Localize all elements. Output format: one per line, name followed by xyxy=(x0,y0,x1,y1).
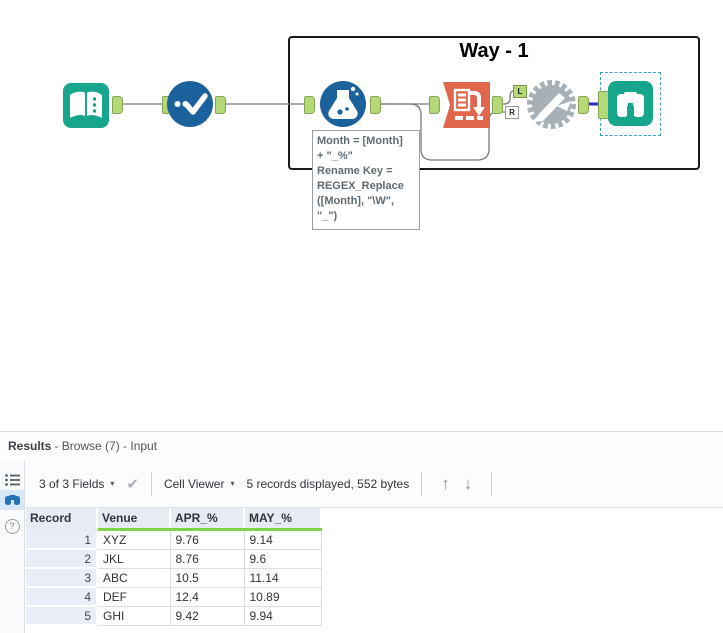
data-view-button[interactable] xyxy=(0,490,24,510)
input-data-tool[interactable] xyxy=(63,83,109,128)
cell-viewer-dropdown[interactable]: Cell Viewer xyxy=(163,476,225,491)
venue-cell[interactable]: ABC xyxy=(97,568,171,588)
browse-tool[interactable] xyxy=(608,81,653,126)
column-header-venue[interactable]: Venue xyxy=(97,508,171,531)
records-info: 5 records displayed, 552 bytes xyxy=(246,476,410,491)
fields-dropdown[interactable]: 3 of 3 Fields xyxy=(39,476,105,491)
table-row[interactable]: 3 ABC 10.5 11.14 xyxy=(26,568,322,588)
table-row[interactable]: 4 DEF 12.4 10.89 xyxy=(26,587,322,607)
flask-icon xyxy=(328,86,359,119)
macro-output-anchor[interactable] xyxy=(578,96,589,114)
apply-check-icon[interactable]: ✔ xyxy=(126,475,139,493)
binoculars-icon xyxy=(617,92,644,117)
join-macro-tool[interactable] xyxy=(524,77,579,132)
table-row[interactable]: 5 GHI 9.42 9.94 xyxy=(26,606,322,626)
column-header-apr[interactable]: APR_% xyxy=(170,508,245,531)
workflow-canvas[interactable]: Way - 1 xyxy=(0,0,723,431)
results-table: Record Venue APR_% MAY_% 1 XYZ 9.76 9.14… xyxy=(26,508,322,626)
apr-cell[interactable]: 8.76 xyxy=(170,549,245,569)
apr-cell[interactable]: 10.5 xyxy=(170,568,245,588)
transpose-input-anchor[interactable] xyxy=(429,96,440,114)
right-input-anchor[interactable]: R xyxy=(505,106,519,119)
list-icon xyxy=(4,474,20,486)
may-cell[interactable]: 9.14 xyxy=(244,529,322,550)
browse-data-icon xyxy=(4,495,20,505)
toolbar-divider xyxy=(150,471,152,496)
record-cell: 2 xyxy=(26,549,98,569)
table-row[interactable]: 1 XYZ 9.76 9.14 xyxy=(26,529,322,550)
may-cell[interactable]: 9.94 xyxy=(244,606,322,626)
formula-input-anchor[interactable] xyxy=(304,96,315,114)
metadata-list-button[interactable] xyxy=(0,470,24,490)
container-title: Way - 1 xyxy=(459,40,529,62)
transpose-icon xyxy=(453,88,485,120)
may-cell[interactable]: 10.89 xyxy=(244,587,322,607)
help-icon: ? xyxy=(4,518,20,534)
chevron-down-icon[interactable]: ▾ xyxy=(230,479,235,488)
wire-transpose-left-input xyxy=(503,90,514,105)
may-cell[interactable]: 9.6 xyxy=(244,549,322,569)
may-cell[interactable]: 11.14 xyxy=(244,568,322,588)
input-output-anchor[interactable] xyxy=(112,96,123,114)
select-tool[interactable] xyxy=(167,81,213,127)
results-panel: Results - Browse (7) - Input ? xyxy=(0,431,723,633)
record-cell: 4 xyxy=(26,587,98,607)
apr-cell[interactable]: 9.42 xyxy=(170,606,245,626)
record-cell: 5 xyxy=(26,606,98,626)
book-icon xyxy=(70,91,102,118)
results-header: Results - Browse (7) - Input xyxy=(0,432,723,460)
down-arrow-button[interactable]: ↓ xyxy=(463,473,473,493)
apr-cell[interactable]: 12.4 xyxy=(170,587,245,607)
formula-tooltip: Month = [Month] + "_%" Rename Key = REGE… xyxy=(312,130,420,230)
venue-cell[interactable]: GHI xyxy=(97,606,171,626)
select-output-anchor[interactable] xyxy=(215,96,226,114)
column-header-record[interactable]: Record xyxy=(26,508,98,531)
results-left-strip: ? xyxy=(0,460,25,633)
table-header-row: Record Venue APR_% MAY_% xyxy=(26,508,322,531)
results-subtitle: - Browse (7) - Input xyxy=(54,439,158,453)
table-row[interactable]: 2 JKL 8.76 9.6 xyxy=(26,549,322,569)
toolbar-divider xyxy=(491,471,493,496)
record-cell: 1 xyxy=(26,529,98,550)
venue-cell[interactable]: XYZ xyxy=(97,529,171,550)
help-button[interactable]: ? xyxy=(0,516,24,536)
toolbar-divider xyxy=(421,471,423,496)
results-toolbar: 3 of 3 Fields ▾ ✔ Cell Viewer ▾ 5 record… xyxy=(25,460,723,508)
chevron-down-icon[interactable]: ▾ xyxy=(110,479,115,488)
venue-cell[interactable]: DEF xyxy=(97,587,171,607)
column-header-may[interactable]: MAY_% xyxy=(244,508,322,531)
results-title: Results xyxy=(8,439,52,453)
transpose-output-anchor[interactable] xyxy=(492,96,503,114)
up-arrow-button[interactable]: ↑ xyxy=(441,473,450,493)
gear-icon xyxy=(527,80,576,129)
transpose-tool[interactable] xyxy=(443,82,490,128)
record-cell: 3 xyxy=(26,568,98,588)
venue-cell[interactable]: JKL xyxy=(97,549,171,569)
formula-tool[interactable] xyxy=(320,81,366,127)
left-input-anchor[interactable]: L xyxy=(513,85,527,98)
apr-cell[interactable]: 9.76 xyxy=(170,529,245,550)
select-check-icon xyxy=(174,93,208,115)
formula-output-anchor[interactable] xyxy=(370,96,381,114)
